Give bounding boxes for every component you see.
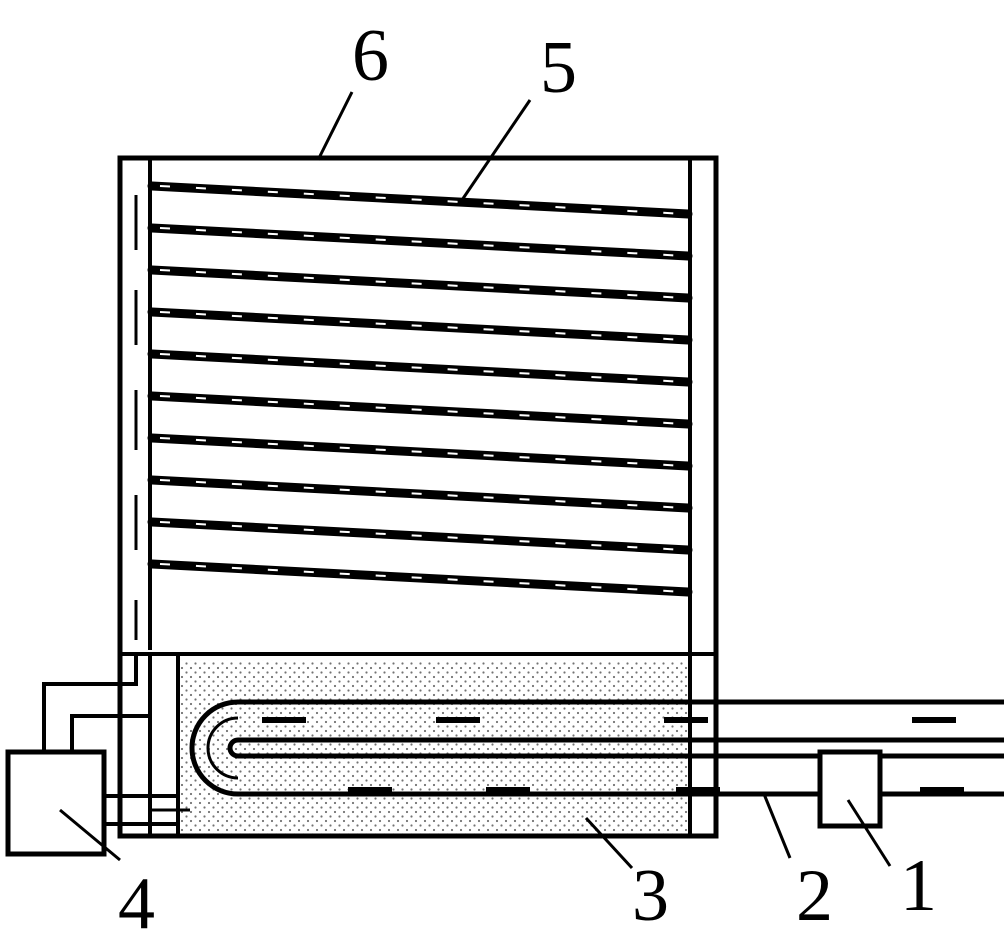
control-box — [5, 654, 190, 857]
storage-fill — [178, 660, 690, 834]
flow-meter-box — [817, 749, 883, 829]
label-3: 3 — [632, 855, 669, 937]
label-1: 1 — [900, 845, 937, 927]
heat-pipe-highlight — [159, 227, 687, 257]
heat-pipe-highlight — [159, 269, 687, 299]
heat-pipe-highlight — [159, 437, 687, 467]
heat-pipe-highlight — [159, 185, 687, 215]
heat-pipe-highlight — [159, 311, 687, 341]
label-6: 6 — [352, 15, 389, 97]
leader-lines — [59, 91, 892, 870]
heat-pipe-highlight — [159, 479, 687, 509]
heat-pipe-highlight — [159, 395, 687, 425]
heat-pipe-array — [147, 181, 693, 597]
label-4: 4 — [118, 863, 155, 938]
label-2: 2 — [796, 855, 833, 937]
heat-pipe-highlight — [159, 563, 687, 593]
heat-pipe-highlight — [159, 521, 687, 551]
heat-pipe-highlight — [159, 353, 687, 383]
label-5: 5 — [540, 27, 577, 109]
u-tube — [189, 699, 1004, 797]
